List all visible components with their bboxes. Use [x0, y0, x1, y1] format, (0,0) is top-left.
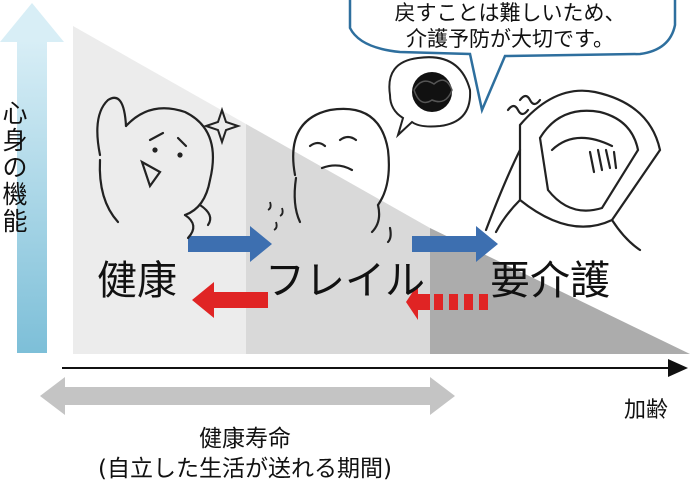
y-axis-label-char: 身 — [2, 126, 28, 155]
y-axis-label-char: の — [2, 153, 28, 182]
y-axis-label-char: 機 — [2, 180, 28, 209]
healthy-life-label: 健康寿命 (自立した生活が送れる期間) — [35, 424, 455, 484]
forward-arrow-1 — [188, 226, 272, 262]
healthy-life-title: 健康寿命 — [199, 426, 291, 452]
age-axis-arrow — [62, 359, 688, 377]
frail-character — [292, 107, 392, 244]
bed-icon — [484, 89, 662, 252]
function-axis-arrow — [0, 3, 64, 353]
healthy-character — [96, 96, 214, 240]
sparkle-icon — [202, 106, 242, 146]
backward-arrow-1 — [192, 282, 268, 318]
backward-arrow-dashed — [406, 284, 488, 320]
speech-bubble — [348, 0, 677, 115]
stage-label-care: 要介護 — [490, 258, 610, 304]
speech-bubble-text: 戻すことは難しいため、 介護予防が大切です。 — [345, 0, 675, 52]
healthy-life-span-arrow — [40, 377, 455, 415]
y-axis-label-char: 能 — [2, 207, 28, 236]
sweat-drops-icon — [267, 201, 284, 231]
forward-arrow-2 — [412, 226, 498, 262]
stage-label-healthy: 健康 — [97, 258, 177, 304]
healthy-life-subtitle: (自立した生活が送れる期間) — [98, 456, 392, 482]
x-axis-label: 加齢 — [624, 398, 669, 423]
speech-bubble-line-2: 介護予防が大切です。 — [406, 27, 614, 51]
y-axis-label-char: 心 — [2, 99, 28, 128]
stage-label-frailty: フレイル — [265, 258, 425, 304]
y-axis-label: 心身の機能 — [2, 100, 28, 235]
speech-bubble-line-1: 戻すことは難しいため、 — [394, 1, 626, 25]
scribble-thought-icon — [388, 56, 472, 139]
decline-triangle — [73, 26, 690, 354]
